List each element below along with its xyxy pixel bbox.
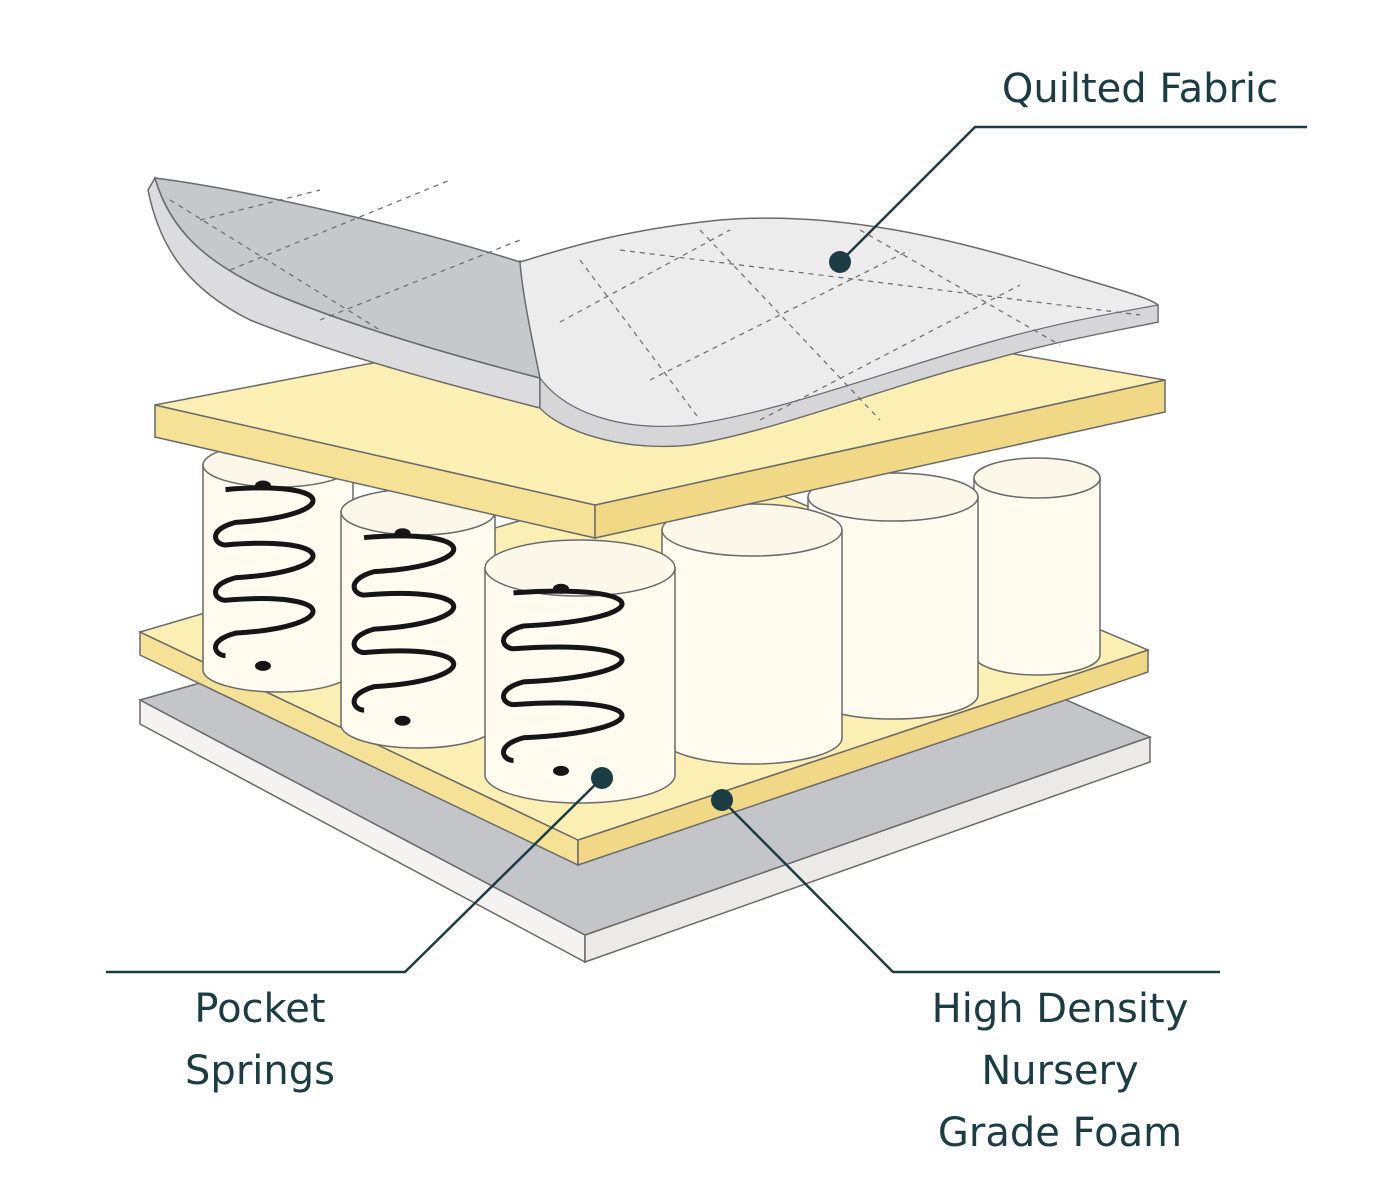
pocket-springs-line-2: Springs — [185, 1048, 335, 1094]
pocket-spring-1 — [973, 457, 1101, 676]
leader-lines — [106, 125, 1307, 974]
pocket-spring-5 — [340, 488, 496, 749]
quilted-fabric-text: Quilted Fabric — [1001, 66, 1279, 112]
foam-line-1: High Density — [931, 986, 1189, 1032]
quilted-fabric-leader — [839, 125, 1307, 263]
pocket-springs-line-1: Pocket — [194, 986, 326, 1032]
pocket-springs-anchor-dot — [591, 767, 613, 789]
spring-clip — [553, 765, 569, 776]
pocket-springs-label: Pocket Springs — [120, 978, 400, 1102]
foam-label: High Density Nursery Grade Foam — [900, 978, 1220, 1164]
pocket-spring-3 — [661, 503, 843, 765]
foam-leader — [721, 799, 1220, 974]
spring-clip — [394, 715, 411, 726]
spring-coil — [501, 588, 625, 764]
spring-coil — [213, 485, 316, 659]
quilted-fabric-label: Quilted Fabric — [960, 58, 1320, 120]
spring-clip — [394, 528, 411, 539]
spring-clip — [553, 583, 569, 594]
quilted-fabric-layer — [147, 176, 1159, 448]
quilted-fabric-anchor-dot — [829, 251, 851, 273]
foam-line-3: Grade Foam — [937, 1110, 1183, 1156]
pocket-spring-layer — [202, 442, 1101, 804]
spring-clip — [255, 480, 271, 491]
foam-line-2: Nursery — [981, 1048, 1139, 1094]
pocket-spring-2 — [807, 472, 979, 720]
pocket-springs-leader — [106, 777, 603, 974]
pocket-spring-4 — [202, 442, 354, 693]
foam-anchor-dot — [711, 789, 733, 811]
spring-clip — [255, 660, 271, 671]
spring-coil — [351, 533, 457, 713]
pocket-spring-6 — [484, 539, 676, 804]
